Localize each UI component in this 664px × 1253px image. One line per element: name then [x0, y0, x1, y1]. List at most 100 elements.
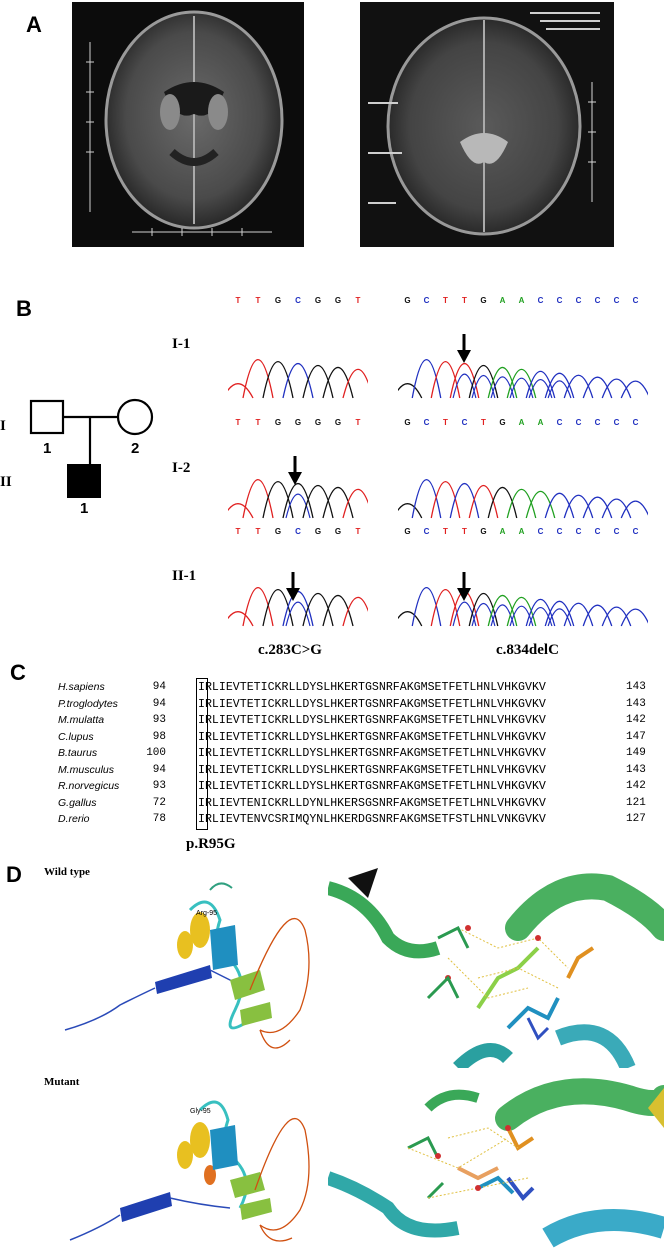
trace-peak — [525, 490, 556, 519]
base-call: C — [556, 296, 563, 305]
base-call: C — [613, 296, 620, 305]
chromatogram-left-row-3 — [228, 587, 368, 627]
trace-peak — [285, 493, 311, 519]
base-call: C — [556, 418, 563, 427]
mutant-zoom-structure — [328, 1078, 664, 1250]
protein-sequence: IRLIEVTETICKRLLDYSLHKERTGSNRFAKGMSETFETL… — [198, 714, 546, 727]
trace-peak — [582, 604, 613, 627]
base-call: C — [594, 527, 601, 536]
trace-peak — [322, 366, 354, 399]
trace-peak — [449, 483, 480, 519]
sample-label-ii-1: II-1 — [172, 568, 197, 584]
arrow-down-icon — [457, 572, 471, 601]
trace-peak — [601, 606, 632, 627]
trace-peak — [563, 494, 594, 519]
species-name: B.taurus — [58, 747, 98, 759]
trace-peak — [302, 364, 334, 399]
species-name: M.mulatta — [58, 714, 105, 726]
species-name: R.norvegicus — [58, 780, 120, 792]
trace-peak — [547, 608, 572, 627]
trace-peak — [544, 600, 575, 627]
mutant-title: Mutant — [44, 1076, 80, 1088]
base-call: T — [235, 527, 241, 536]
pedigree-mother — [116, 398, 154, 436]
base-call: T — [355, 418, 361, 427]
sample-label-i-1: I-1 — [172, 336, 191, 352]
base-call: G — [314, 296, 322, 305]
mutation-label-right: c.834delC — [496, 642, 559, 658]
base-call: C — [537, 296, 544, 305]
trace-peak — [228, 611, 254, 627]
start-position: 98 — [152, 730, 166, 743]
trace-peak — [563, 602, 594, 627]
species-name: D.rerio — [58, 813, 90, 825]
base-call: G — [334, 418, 342, 427]
base-call: G — [294, 418, 302, 427]
trace-peak — [228, 383, 254, 399]
trace-peak — [620, 380, 648, 399]
base-call: T — [355, 527, 361, 536]
generation-label-i: I — [0, 418, 6, 434]
start-position: 94 — [152, 697, 166, 710]
trace-peak — [544, 372, 575, 399]
trace-peak — [430, 481, 461, 519]
trace-peak — [282, 591, 314, 627]
trace-peak — [411, 479, 442, 519]
protein-sequence: IRLIEVTENVCSRIMQYNLHKERDGSNRFAKGMSETFSTL… — [198, 813, 546, 826]
base-call: T — [462, 296, 467, 305]
species-name: M.musculus — [58, 763, 115, 776]
base-call: C — [461, 418, 468, 427]
trace-peak — [242, 587, 274, 627]
protein-sequence: IRLIEVTETICKRLLDYSLHKERTGSNRFAKGMSETFETL… — [198, 730, 546, 744]
protein-sequence: IRLIEVTETICKRLLDYSLHKERTGSNRFAKGMSETFETL… — [198, 763, 546, 777]
end-position: 121 — [626, 796, 646, 809]
end-position: 143 — [626, 697, 646, 710]
chromatogram-left-row-1 — [228, 359, 368, 399]
alignment-row: M.mulatta 93 IRLIEVTETICKRLLDYSLHKERTGSNRF… — [0, 714, 664, 730]
arrow-down-icon — [286, 572, 300, 601]
trace-peak — [563, 374, 594, 399]
start-position: 72 — [152, 796, 166, 809]
base-call: G — [274, 296, 282, 305]
wild-type-overall-structure — [60, 870, 322, 1070]
pedigree-father-number: 1 — [43, 440, 52, 457]
pedigree-father — [29, 399, 65, 435]
base-call: A — [518, 296, 525, 305]
pedigree-mother-number: 2 — [131, 440, 140, 457]
base-call: G — [480, 296, 487, 305]
base-call: A — [499, 296, 506, 305]
base-call: G — [314, 418, 322, 427]
trace-peak — [302, 592, 334, 627]
end-position: 142 — [626, 714, 646, 726]
base-call: C — [295, 527, 301, 536]
end-position: 127 — [626, 813, 646, 825]
base-call: T — [481, 418, 486, 427]
trace-peak — [342, 488, 368, 519]
base-call: T — [443, 527, 448, 536]
sample-label-i-2: I-2 — [172, 460, 191, 476]
end-position: 143 — [626, 763, 646, 776]
base-call: T — [443, 296, 448, 305]
wild-residue-label: Arg-95 — [196, 910, 218, 917]
base-call: C — [594, 418, 601, 427]
species-name: C.lupus — [58, 730, 94, 743]
wild-type-zoom-structure — [328, 868, 664, 1068]
end-position: 143 — [626, 681, 646, 693]
base-call: A — [537, 418, 544, 427]
base-call: T — [255, 418, 261, 427]
wild-type-title: Wild type — [44, 866, 90, 878]
trace-peak — [322, 594, 354, 627]
trace-peak — [342, 596, 368, 627]
base-call: C — [423, 418, 430, 427]
trace-peak — [228, 503, 254, 519]
base-call: C — [594, 296, 601, 305]
panel-label-b: B — [16, 296, 32, 321]
start-position: 93 — [152, 714, 166, 726]
